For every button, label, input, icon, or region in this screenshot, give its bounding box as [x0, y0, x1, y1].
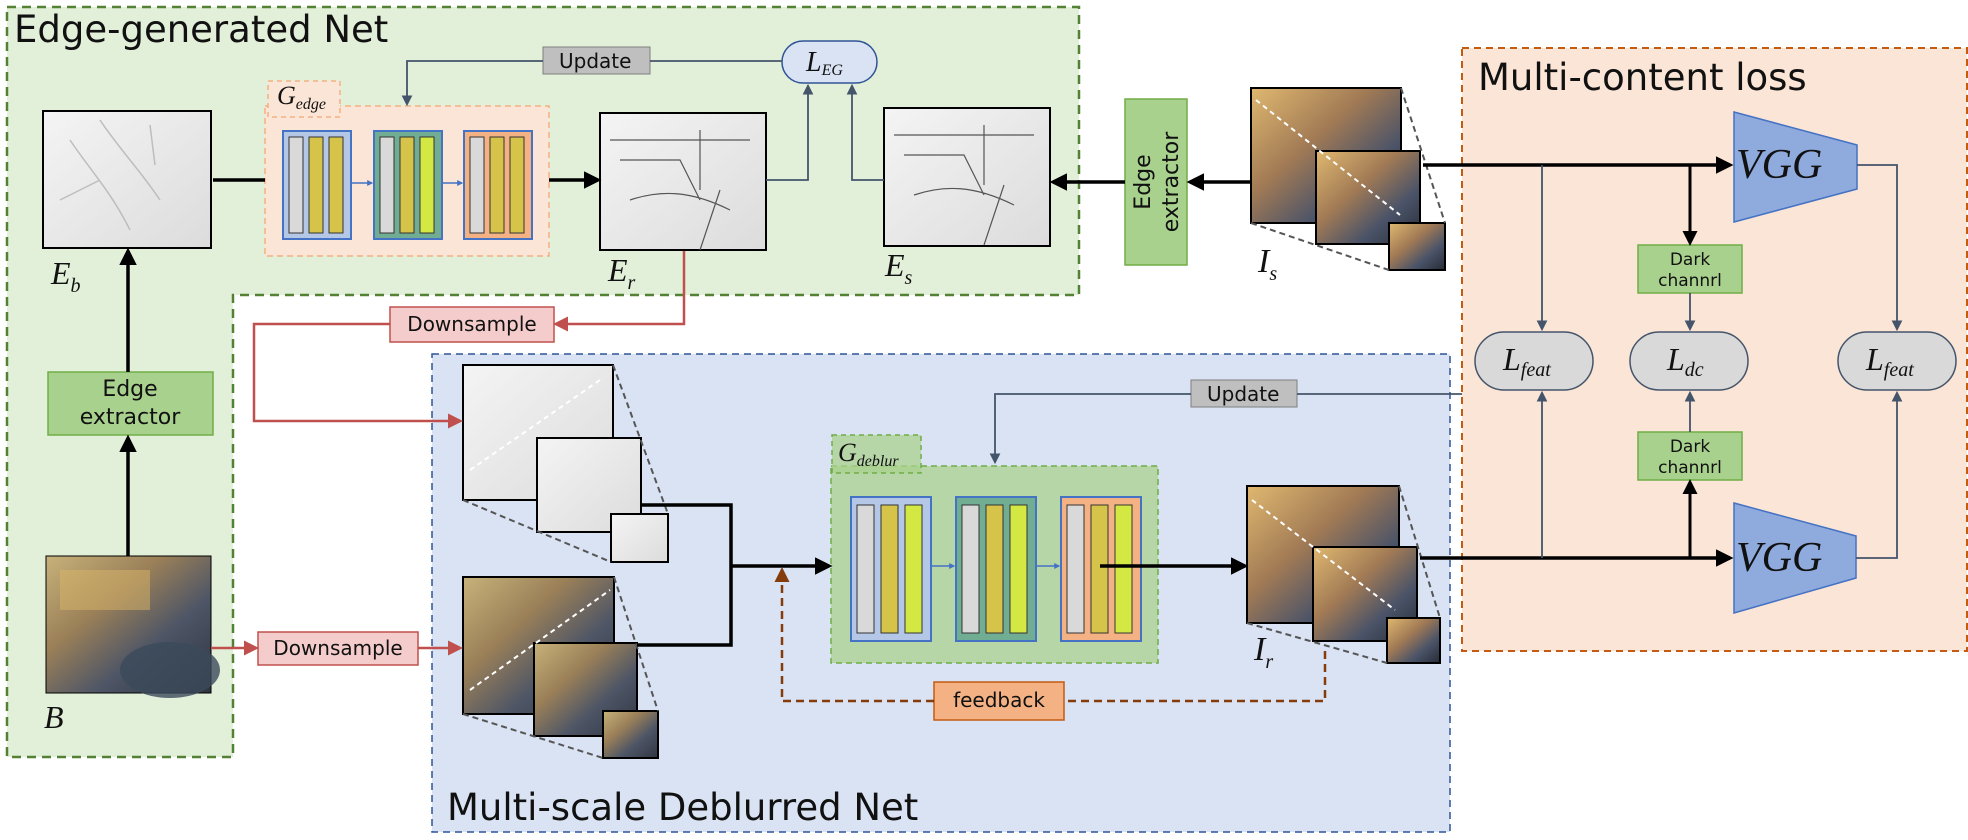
es-image: [883, 107, 1051, 247]
arrow-edgepyr-merge: [637, 503, 733, 647]
gdeblur-label-box: [831, 434, 922, 474]
dark-channel-top: [1637, 244, 1743, 294]
dark-channel-top-line1: Dark: [1670, 250, 1710, 270]
ir-label: Ir: [1253, 631, 1273, 673]
blur-pyramid: [462, 576, 659, 759]
vgg-top-label: VGG: [1736, 142, 1822, 188]
lfeat-right-label: Lfeat: [1865, 341, 1914, 381]
gedge-label: Gedge: [277, 81, 326, 113]
arrow-update-gedge: [401, 60, 543, 107]
loss-title: Multi-content loss: [1478, 56, 1807, 99]
edge-extractor-right-line2: extractor: [1159, 131, 1184, 233]
deblur-net-title: Multi-scale Deblurred Net: [447, 786, 918, 829]
ldc-label: Ldc: [1666, 341, 1704, 381]
downsample-edge-label: Downsample: [407, 312, 536, 336]
gedge-block-2: [373, 130, 443, 240]
gdeblur-block-2: [955, 496, 1037, 642]
arrow-feedback-to-merge: [774, 567, 934, 703]
vgg-bottom-shape: [1733, 502, 1857, 614]
b-image: [45, 555, 220, 698]
arrow-vggbottom-lfeat: [1856, 390, 1903, 559]
es-label: Es: [884, 247, 913, 289]
b-label: B: [44, 699, 64, 735]
downsample-blur-label: Downsample: [273, 636, 402, 660]
edge-extractor-left: [47, 371, 214, 436]
dark-channel-bottom: [1637, 431, 1743, 481]
gedge-block-3: [463, 130, 533, 240]
arrow-vggtop-lfeat: [1857, 164, 1903, 332]
gdeblur-block-1: [850, 496, 932, 642]
leg-node: [781, 40, 878, 84]
arrow-es-leg: [846, 83, 884, 181]
is-label: Is: [1257, 243, 1277, 285]
arrow-feedback: [1064, 651, 1327, 703]
dark-channel-bottom-line2: channrl: [1658, 458, 1722, 478]
vgg-top-shape: [1733, 111, 1858, 223]
dark-channel-bottom-line1: Dark: [1670, 437, 1710, 457]
eb-label: Eb: [50, 255, 81, 297]
er-label: Er: [607, 252, 636, 294]
edge-net-title: Edge-generated Net: [14, 8, 388, 51]
vgg-bottom-label: VGG: [1736, 535, 1822, 581]
ldc-node: [1629, 331, 1749, 391]
edge-pyramid: [462, 364, 669, 563]
feedback-label: feedback: [953, 688, 1045, 712]
gedge-block-1: [282, 130, 352, 240]
update-mid-label: Update: [1207, 382, 1279, 406]
arrow-er-leg: [766, 83, 814, 181]
lfeat-left-label: Lfeat: [1502, 341, 1551, 381]
edge-extractor-right-line1: Edge: [1131, 154, 1156, 209]
eb-image: [42, 110, 212, 249]
gdeblur-label: Gdeblur: [838, 438, 899, 470]
gedge-label-box: [267, 80, 341, 118]
lfeat-right-node: [1837, 331, 1957, 391]
gdeblur-block-3: [1060, 496, 1142, 642]
ir-pyramid: [1246, 485, 1441, 664]
arrow-downsample-edgepyr: [252, 322, 463, 429]
lfeat-left-node: [1474, 331, 1594, 391]
is-pyramid: [1250, 87, 1446, 271]
feedback-button: [933, 681, 1065, 721]
downsample-edge-button: [389, 306, 555, 343]
arrow-update-gdeblur: [989, 393, 1191, 465]
edge-extractor-left-line1: Edge: [102, 377, 157, 402]
downsample-blur-button: [257, 631, 419, 666]
update-mid-button: [1190, 379, 1298, 408]
edge-extractor-right: [1124, 98, 1188, 266]
er-image: [599, 112, 767, 251]
arrow-er-downsample: [553, 251, 686, 332]
edge-extractor-left-line2: extractor: [80, 405, 182, 430]
leg-label: LEG: [805, 47, 843, 79]
dark-channel-top-line2: channrl: [1658, 271, 1722, 291]
update-top-label: Update: [559, 49, 631, 73]
